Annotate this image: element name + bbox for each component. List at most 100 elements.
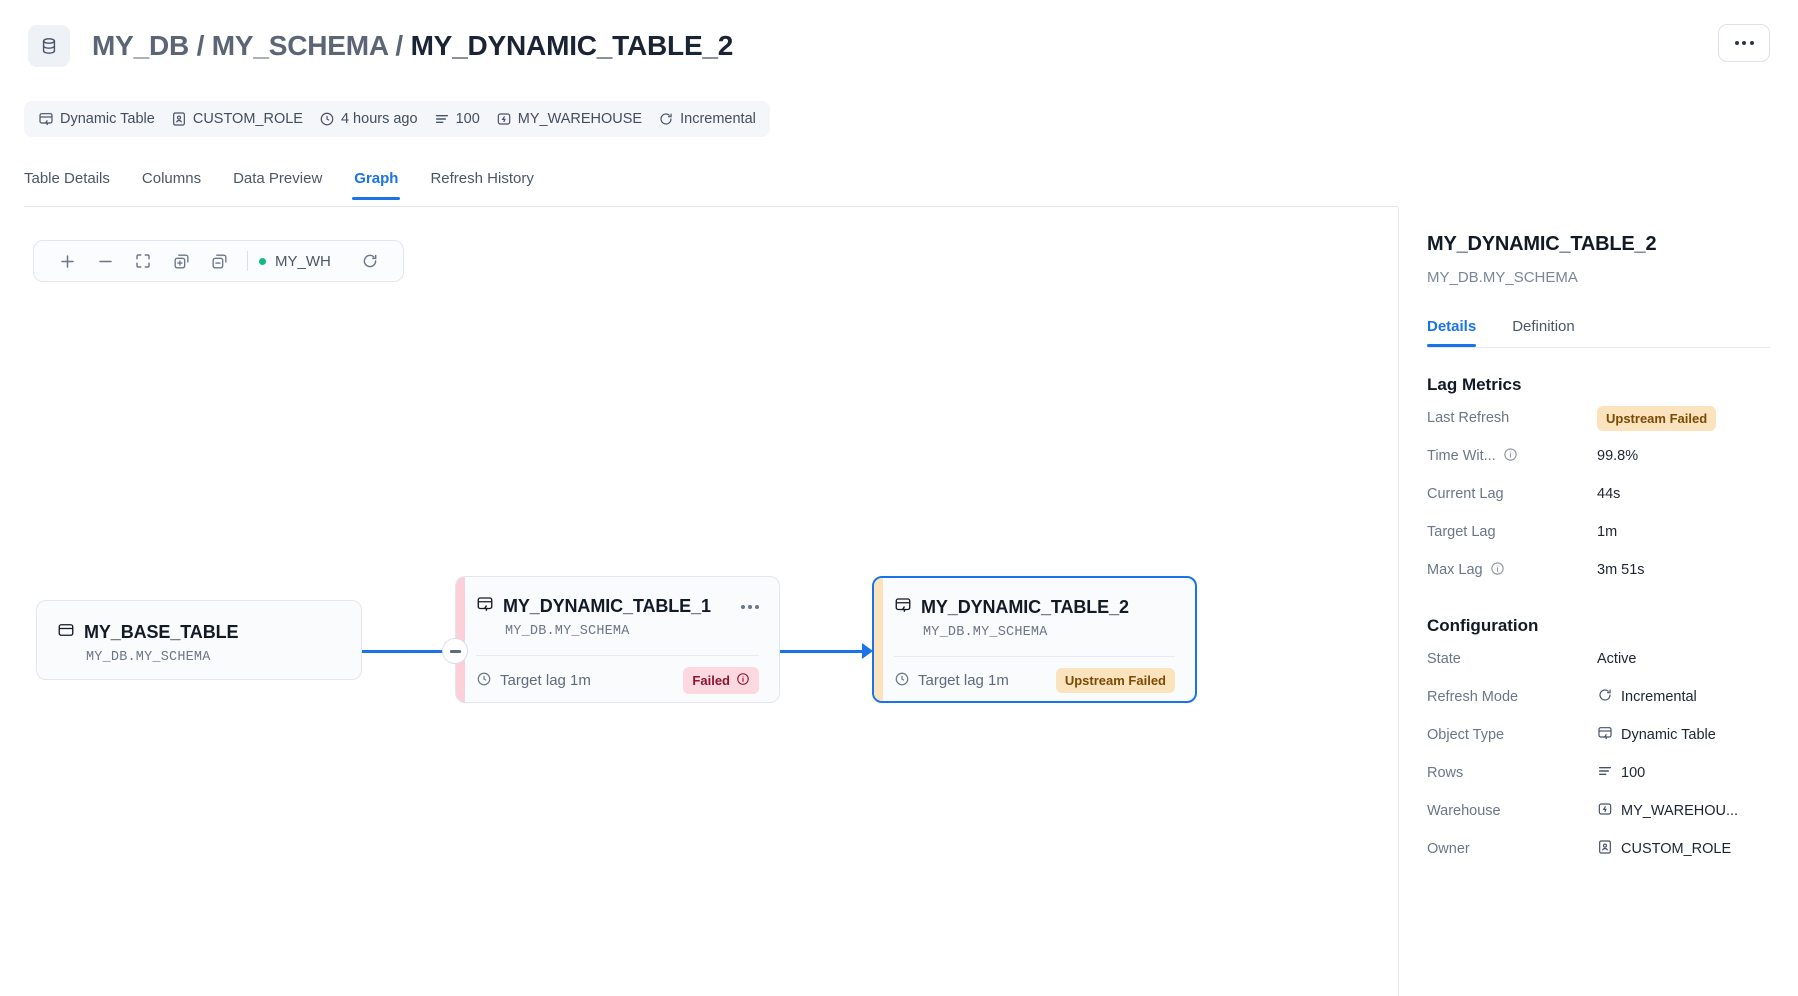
breadcrumb[interactable]: MY_DB / MY_SCHEMA / [92, 30, 411, 61]
panel-tabs: Details Definition [1427, 318, 1770, 347]
panel-tab-definition[interactable]: Definition [1512, 318, 1575, 335]
node-schema: MY_DB.MY_SCHEMA [923, 625, 1048, 640]
meta-label: MY_WAREHOUSE [517, 111, 643, 127]
row-refresh-mode: Refresh Mode Incremental [1427, 678, 1770, 716]
clock-icon [894, 671, 910, 691]
node-status-badge[interactable]: Failed [683, 667, 759, 694]
tab-data-preview[interactable]: Data Preview [233, 170, 323, 187]
meta-label: Incremental [680, 111, 756, 127]
configuration-heading: Configuration [1427, 616, 1539, 635]
node-status-badge[interactable]: Upstream Failed [1055, 668, 1175, 693]
dynamic-table-icon [38, 111, 54, 127]
meta-refresh-mode: Incremental [658, 111, 756, 127]
row-key: Rows [1427, 765, 1464, 781]
row-key: Max Lag [1427, 562, 1483, 578]
collapse-toggle-handle[interactable] [442, 638, 468, 664]
info-icon[interactable] [736, 672, 750, 689]
row-key: Current Lag [1427, 486, 1504, 502]
dynamic-table-icon [894, 596, 912, 619]
rows-icon [434, 111, 450, 127]
row-key: Object Type [1427, 727, 1505, 743]
main-tabs: Table Details Columns Data Preview Graph… [24, 170, 550, 200]
meta-label: CUSTOM_ROLE [192, 111, 303, 127]
dynamic-table-icon [1597, 725, 1613, 745]
info-icon[interactable] [1490, 561, 1505, 580]
fit-view-icon[interactable] [124, 246, 162, 276]
node-name: MY_BASE_TABLE [84, 622, 239, 642]
meta-label: 100 [455, 111, 480, 127]
row-value: 100 [1621, 765, 1646, 781]
node-target-lag-label: Target lag 1m [500, 672, 591, 689]
status-badge: Upstream Failed [1597, 405, 1717, 431]
meta-owner: CUSTOM_ROLE [171, 111, 303, 127]
row-value: 3m 51s [1597, 562, 1645, 578]
node-title-row: MY_DYNAMIC_TABLE_2 [894, 596, 1175, 619]
row-owner: Owner CUSTOM_ROLE [1427, 830, 1770, 868]
node-title-row: MY_DYNAMIC_TABLE_1 [476, 595, 759, 618]
toolbar-warehouse-selector[interactable]: MY_WH [257, 253, 337, 270]
row-key: Target Lag [1427, 524, 1496, 540]
tab-graph[interactable]: Graph [338, 170, 414, 200]
row-key: Refresh Mode [1427, 689, 1519, 705]
row-key: State [1427, 651, 1461, 667]
graph-node-base-table[interactable]: MY_BASE_TABLE MY_DB.MY_SCHEMA [36, 600, 362, 680]
row-target-lag: Target Lag 1m [1427, 513, 1770, 551]
clock-icon [319, 111, 335, 127]
more-dot [1734, 41, 1739, 45]
row-warehouse: Warehouse MY_WAREHOU... [1427, 792, 1770, 830]
node-target-lag: Target lag 1m [894, 671, 1009, 691]
tab-refresh-history[interactable]: Refresh History [430, 170, 534, 187]
role-badge-icon [171, 111, 187, 127]
node-more-icon[interactable] [731, 604, 759, 609]
zoom-out-icon[interactable] [86, 246, 124, 276]
panel-tabs-divider [1427, 347, 1770, 348]
tab-columns[interactable]: Columns [141, 170, 202, 187]
clock-icon [476, 671, 492, 691]
more-dot [1749, 41, 1754, 45]
header: MY_DB / MY_SCHEMA / MY_DYNAMIC_TABLE_2 [0, 0, 1798, 92]
node-status-label: Upstream Failed [1064, 673, 1166, 688]
meta-object-type: Dynamic Table [38, 111, 155, 127]
status-dot-icon [259, 257, 266, 265]
info-icon[interactable] [1503, 447, 1518, 466]
row-value: 1m [1597, 524, 1618, 540]
meta-warehouse: MY_WAREHOUSE [496, 111, 642, 127]
page-title: MY_DB / MY_SCHEMA / MY_DYNAMIC_TABLE_2 [92, 30, 733, 62]
node-name: MY_DYNAMIC_TABLE_2 [921, 597, 1129, 617]
row-current-lag: Current Lag 44s [1427, 475, 1770, 513]
node-schema: MY_DB.MY_SCHEMA [86, 650, 211, 665]
warehouse-icon [496, 111, 512, 127]
node-schema: MY_DB.MY_SCHEMA [505, 624, 630, 639]
lag-metrics-heading: Lag Metrics [1427, 375, 1522, 394]
row-state: State Active [1427, 640, 1770, 678]
node-divider [476, 655, 759, 656]
graph-edge-arrow [862, 643, 873, 659]
row-time-within-target: Time Wit... 99.8% [1427, 437, 1770, 475]
row-value: MY_WAREHOU... [1621, 803, 1739, 819]
row-key: Warehouse [1427, 803, 1501, 819]
node-divider [894, 656, 1175, 657]
refresh-icon[interactable] [351, 246, 389, 276]
row-key: Last Refresh [1427, 410, 1510, 426]
graph-node-dynamic-table-2[interactable]: MY_DYNAMIC_TABLE_2 MY_DB.MY_SCHEMA Targe… [872, 576, 1197, 703]
more-actions-button[interactable] [1718, 24, 1770, 62]
database-icon [28, 25, 70, 67]
collapse-all-icon[interactable] [200, 246, 238, 276]
node-target-lag: Target lag 1m [476, 671, 591, 691]
zoom-in-icon[interactable] [48, 246, 86, 276]
tab-table-details[interactable]: Table Details [24, 170, 110, 187]
toolbar-divider [247, 251, 248, 271]
meta-rows: 100 [434, 111, 480, 127]
panel-tab-details[interactable]: Details [1427, 318, 1494, 347]
expand-all-icon[interactable] [162, 246, 200, 276]
dynamic-table-icon [476, 595, 494, 618]
warehouse-icon [1597, 801, 1613, 821]
node-status-accent [874, 578, 883, 701]
graph-node-dynamic-table-1[interactable]: MY_DYNAMIC_TABLE_1 MY_DB.MY_SCHEMA Targe… [455, 576, 780, 703]
panel-title: MY_DYNAMIC_TABLE_2 [1427, 233, 1657, 255]
row-object-type: Object Type Dynamic Table [1427, 716, 1770, 754]
table-icon [57, 621, 75, 644]
row-value: Incremental [1621, 689, 1697, 705]
node-status-label: Failed [692, 673, 730, 688]
